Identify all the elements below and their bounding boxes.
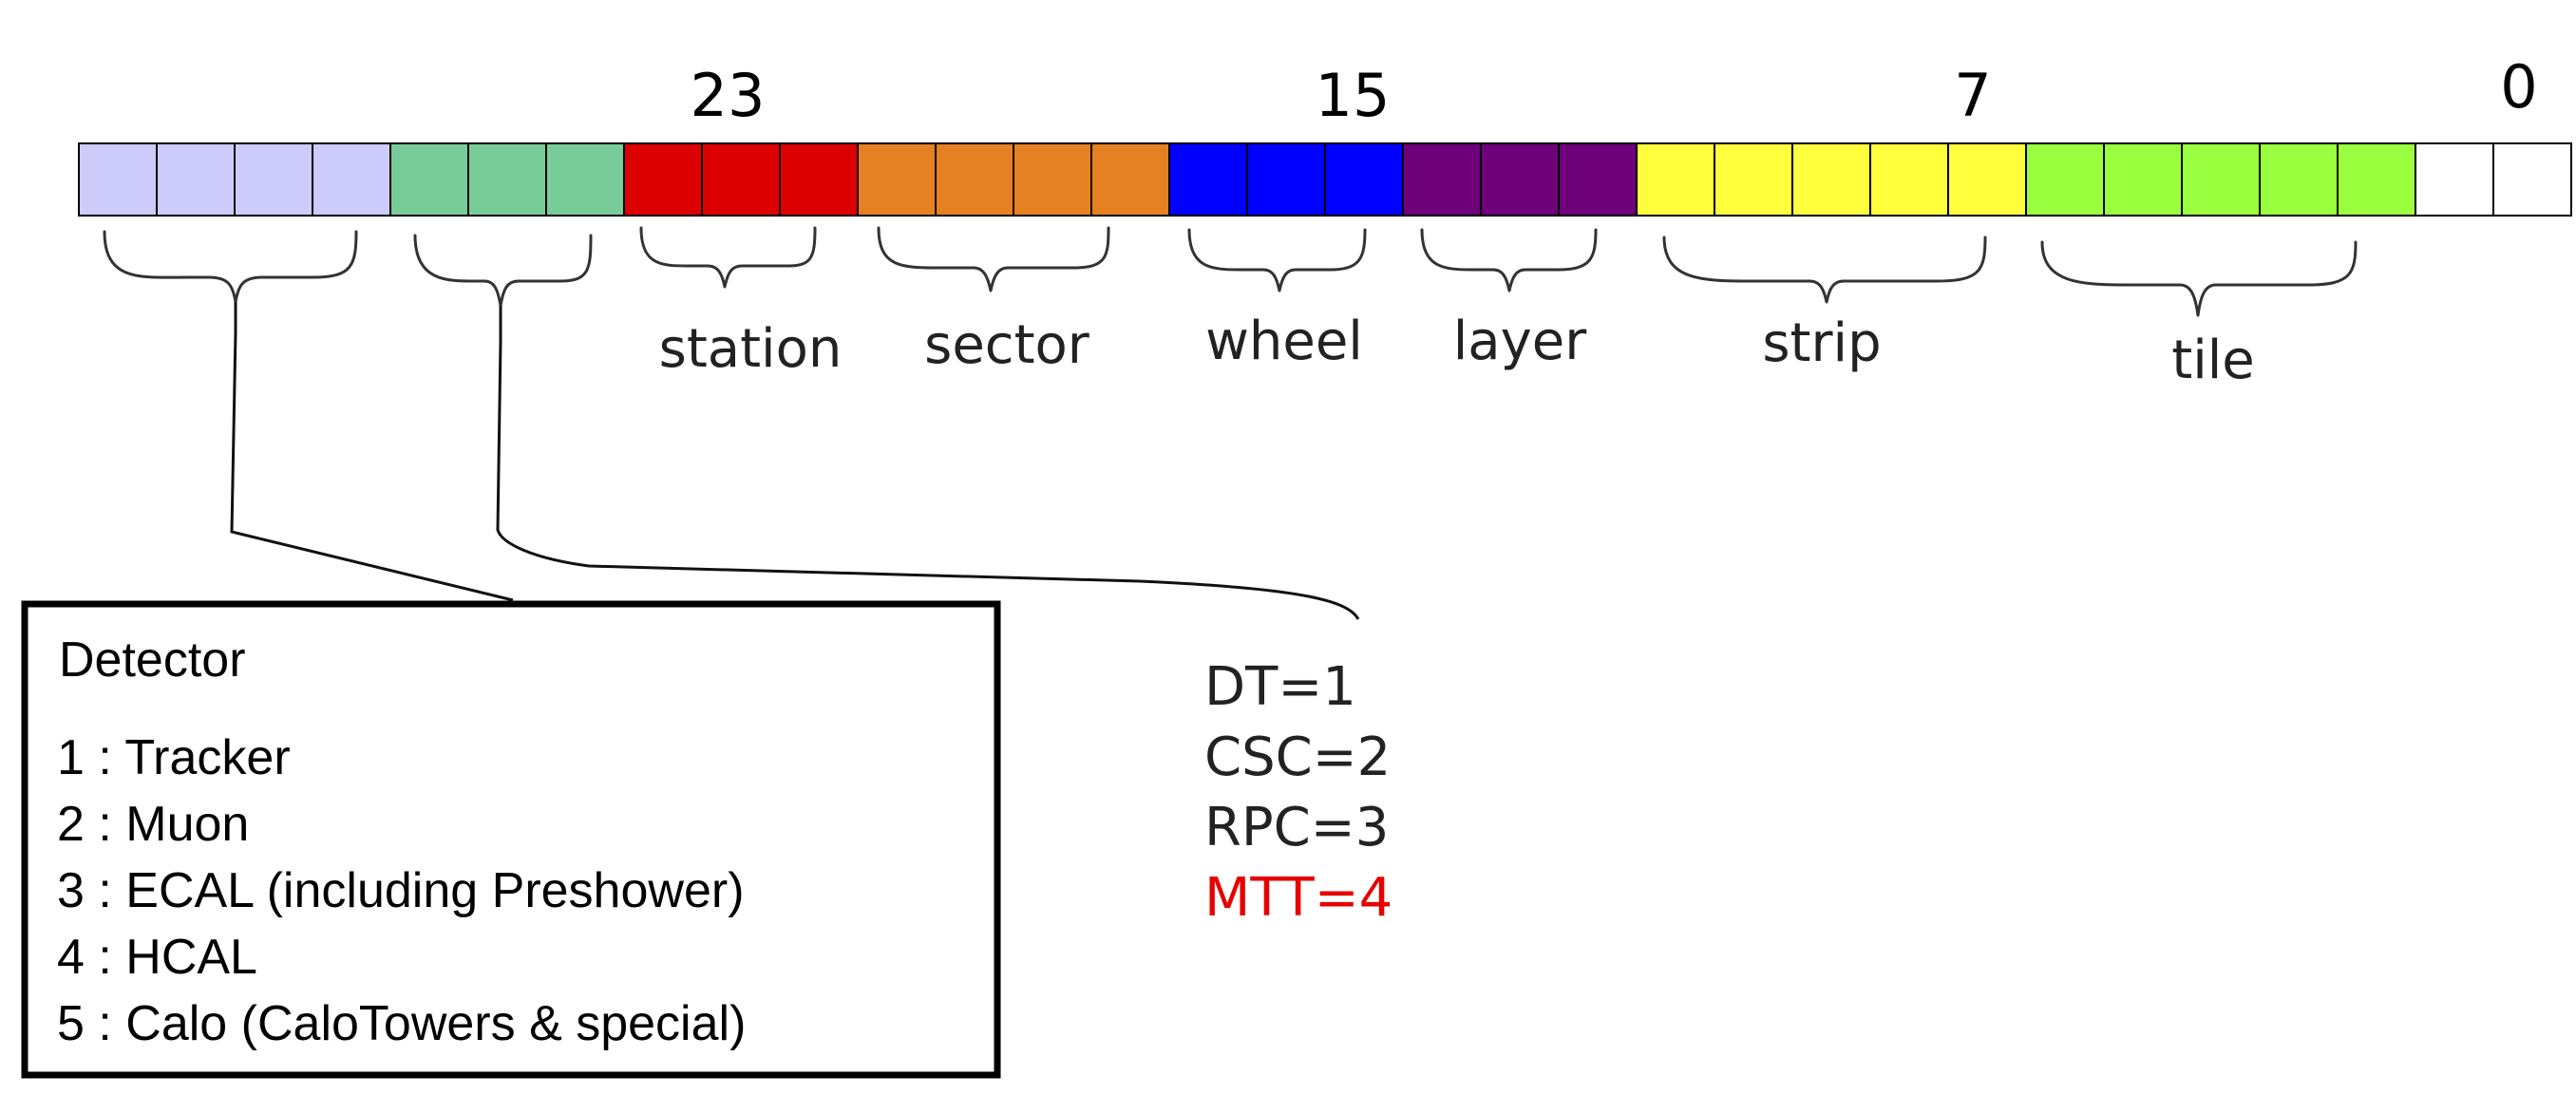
brace-layer [1420, 228, 1598, 292]
brace-detector [103, 230, 358, 304]
detector-item-hcal: 4 : HCAL [57, 930, 257, 985]
detector-item-tracker: 1 : Tracker [57, 730, 291, 785]
bit-cell [2259, 142, 2339, 217]
muon-subdetector-rpc: RPC=3 [1204, 797, 1389, 858]
bit-number-15: 15 [1316, 61, 1391, 130]
detector-legend-box [21, 600, 1001, 1079]
detector-item-muon: 2 : Muon [57, 797, 249, 852]
bit-cell [1714, 142, 1793, 217]
bit-cell [78, 142, 158, 217]
field-label-sector: sector [924, 314, 1090, 376]
bit-cell [935, 142, 1014, 217]
bit-cell [1168, 142, 1248, 217]
bit-cell [2103, 142, 2183, 217]
bit-cell [701, 142, 781, 217]
bit-cell [1480, 142, 1560, 217]
brace-wheel [1187, 228, 1367, 292]
field-label-strip: strip [1762, 312, 1881, 374]
bit-cell [1947, 142, 2027, 217]
bit-number-7: 7 [1954, 61, 1991, 130]
bit-cell [2025, 142, 2105, 217]
bit-cell [467, 142, 547, 217]
bit-cell [1013, 142, 1092, 217]
bit-cell [545, 142, 625, 217]
bit-cell [1090, 142, 1170, 217]
detector-item-calo: 5 : Calo (CaloTowers & special) [57, 996, 746, 1051]
muon-subdetector-mtt: MTT=4 [1204, 867, 1392, 929]
bit-cell [2181, 142, 2261, 217]
bit-cell [2492, 142, 2572, 217]
field-label-wheel: wheel [1205, 311, 1363, 372]
bit-cell [857, 142, 937, 217]
connector-subdetector [496, 306, 1360, 620]
field-label-layer: layer [1453, 311, 1587, 372]
detector-item-ecal: 3 : ECAL (including Preshower) [57, 863, 745, 918]
bit-cell [623, 142, 703, 217]
bit-cell [1636, 142, 1715, 217]
bit-cell [389, 142, 469, 217]
brace-sector [877, 226, 1110, 292]
bit-cell [2415, 142, 2494, 217]
bit-cell [2337, 142, 2416, 217]
brace-subdetector [413, 234, 593, 308]
bit-cell [1869, 142, 1949, 217]
field-label-tile: tile [2171, 330, 2255, 391]
muon-subdetector-csc: CSC=2 [1204, 726, 1391, 788]
connector-detector [230, 302, 514, 602]
brace-station [639, 226, 817, 289]
field-label-station: station [659, 318, 843, 380]
bit-cell [312, 142, 391, 217]
bit-cell [779, 142, 859, 217]
brace-tile [2040, 240, 2358, 317]
bit-cells [78, 142, 2572, 217]
bit-cell [1402, 142, 1482, 217]
bit-cell [1558, 142, 1638, 217]
bit-number-0: 0 [2500, 52, 2537, 122]
bit-number-23: 23 [691, 61, 766, 130]
bit-cell [156, 142, 236, 217]
detector-box-title: Detector [59, 632, 246, 688]
bit-cell [1324, 142, 1404, 217]
bit-cell [1246, 142, 1326, 217]
bit-cell [1791, 142, 1871, 217]
brace-strip [1662, 236, 1987, 304]
bit-cell [234, 142, 313, 217]
muon-subdetector-dt: DT=1 [1204, 656, 1356, 718]
